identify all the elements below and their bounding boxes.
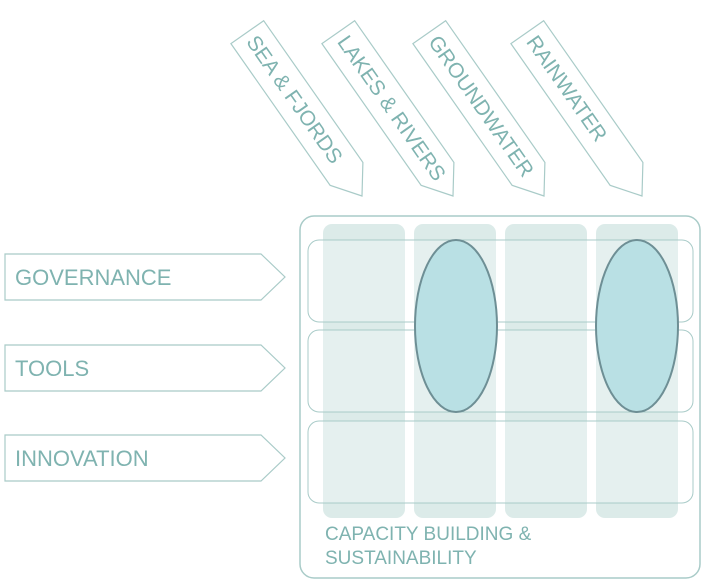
row-label-tools: TOOLS — [15, 356, 89, 381]
highlight-ellipse-rainwater — [595, 239, 679, 413]
matrix-frame — [299, 215, 701, 579]
arrow-shape-groundwater — [412, 19, 546, 197]
arrow-shape-innovation — [4, 434, 286, 482]
arrow-shape-tools — [4, 344, 286, 392]
row-band-innovation — [307, 420, 694, 504]
arrow-shape-governance — [4, 253, 286, 301]
column-label-rainwater: RAINWATER — [521, 32, 611, 146]
row-label-innovation: INNOVATION — [15, 446, 149, 471]
footer-label-line2: SUSTAINABILITY — [325, 548, 477, 569]
row-label-governance: GOVERNANCE — [15, 265, 171, 290]
arrow-shape-sea-fjords — [230, 19, 364, 197]
column-band-groundwater — [505, 224, 587, 518]
highlight-ellipse-lakes-rivers — [414, 239, 498, 413]
footer-label-line1: CAPACITY BUILDING & — [325, 524, 532, 545]
arrow-shape-lakes-rivers — [321, 19, 455, 197]
arrow-shape-rainwater — [510, 19, 644, 197]
column-band-sea-fjords — [323, 224, 405, 518]
